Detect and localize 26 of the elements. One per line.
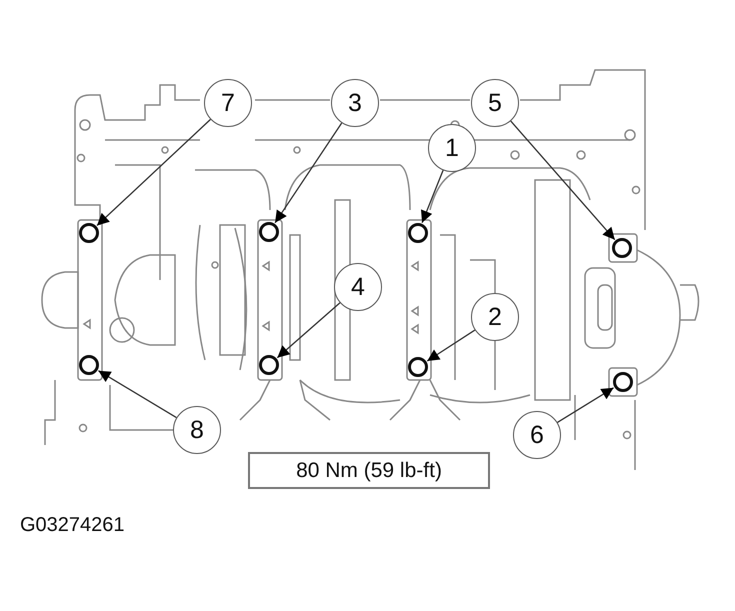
bolt-head (613, 372, 633, 392)
leader-arrow (426, 330, 476, 362)
bolt-head (408, 357, 428, 377)
leader-arrow (557, 387, 614, 423)
leader-arrow (98, 370, 177, 418)
leader-arrow (274, 122, 342, 224)
leader-arrow (420, 170, 444, 224)
leader-arrow (96, 118, 211, 226)
bolt-head (612, 238, 632, 258)
callout-number: 2 (471, 293, 519, 341)
callout-number: 6 (513, 411, 561, 459)
callout-number: 4 (334, 263, 382, 311)
callout-number: 1 (428, 124, 476, 172)
leader-arrow (276, 302, 340, 358)
bolt-head (79, 223, 99, 243)
bolt-head (259, 355, 279, 375)
torque-spec-label: 80 Nm (59 lb-ft) (248, 452, 490, 489)
callout-number: 5 (471, 79, 519, 127)
callout-number: 8 (173, 406, 221, 454)
callout-number: 7 (204, 79, 252, 127)
figure-number: G03274261 (20, 514, 125, 537)
bolt-head (79, 355, 99, 375)
leader-arrow (510, 120, 616, 240)
bolt-head (259, 222, 279, 242)
bolt-head (408, 223, 428, 243)
callout-number: 3 (331, 79, 379, 127)
